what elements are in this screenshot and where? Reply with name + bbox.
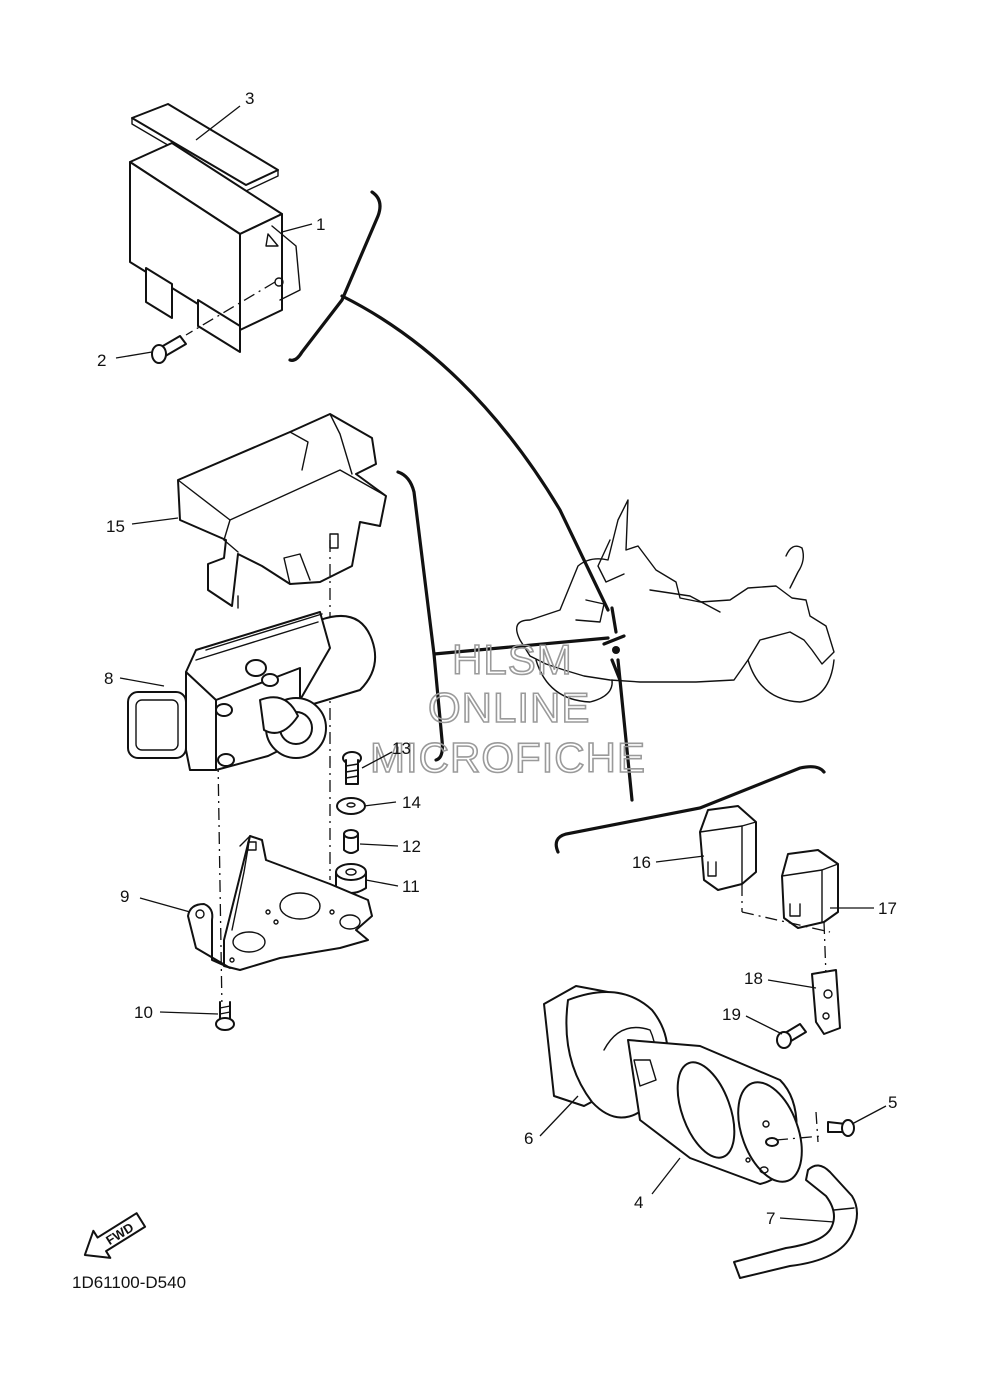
callout-7: 7 <box>766 1209 775 1228</box>
guide-line-left <box>217 759 223 1011</box>
part-7-hose <box>733 1164 858 1279</box>
callout-11: 11 <box>402 877 420 896</box>
part-12-collar <box>343 829 359 854</box>
fwd-arrow-icon: FWD <box>83 1212 147 1259</box>
callout-15: 15 <box>106 517 125 536</box>
view-bracket-top <box>288 190 382 362</box>
callout-18: 18 <box>744 969 763 988</box>
callout-1: 1 <box>316 215 325 234</box>
location-line-fuel-pump <box>616 658 634 802</box>
guide-16b <box>741 911 831 933</box>
guide-5 <box>775 1135 823 1141</box>
callout-9: 9 <box>120 887 129 906</box>
part-17-relay <box>781 849 839 929</box>
callout-19: 19 <box>722 1005 741 1024</box>
callout-8: 8 <box>104 669 113 688</box>
leader-lines <box>115 105 887 1223</box>
part-19-screw <box>776 1023 807 1049</box>
callout-6: 6 <box>524 1129 533 1148</box>
callout-13: 13 <box>392 739 411 758</box>
part-13-bolt <box>342 751 362 785</box>
callout-2: 2 <box>97 351 106 370</box>
part-9-bracket <box>187 835 373 971</box>
part-10-bolt <box>215 1001 235 1031</box>
part-5-screw <box>827 1119 855 1137</box>
part-2-screw <box>151 335 187 364</box>
watermark-line-1: HLSM <box>452 636 573 683</box>
diagram-code: 1D61100-D540 <box>72 1273 186 1292</box>
callout-17: 17 <box>878 899 897 918</box>
callout-3: 3 <box>245 89 254 108</box>
motorcycle-silhouette <box>516 499 835 703</box>
watermark-line-3: MICROFICHE <box>370 734 646 781</box>
watermark-line-2: ONLINE <box>428 684 590 731</box>
callout-4: 4 <box>634 1193 643 1212</box>
view-bracket-lower <box>554 765 826 854</box>
callout-14: 14 <box>402 793 421 812</box>
location-line-ecu <box>340 294 610 612</box>
part-18-bracket <box>811 969 841 1035</box>
callout-10: 10 <box>134 1003 153 1022</box>
part-1-control-unit <box>129 142 301 353</box>
part-4-fuel-pump <box>627 1039 803 1185</box>
part-16-relay <box>699 805 757 891</box>
callout-16: 16 <box>632 853 651 872</box>
part-15-cover <box>177 413 387 609</box>
guide-5b <box>815 1111 819 1143</box>
part-14-washer <box>336 797 366 815</box>
part-8-hydraulic-unit <box>127 611 376 771</box>
callouts: 3 1 2 15 8 13 14 12 11 9 10 16 17 18 19 … <box>97 89 897 1228</box>
callout-12: 12 <box>402 837 421 856</box>
part-11-grommet <box>335 863 367 894</box>
callout-5: 5 <box>888 1093 897 1112</box>
location-line-abs <box>432 636 610 656</box>
guide-17 <box>823 921 827 977</box>
watermark: HLSM ONLINE MICROFICHE <box>369 635 646 782</box>
